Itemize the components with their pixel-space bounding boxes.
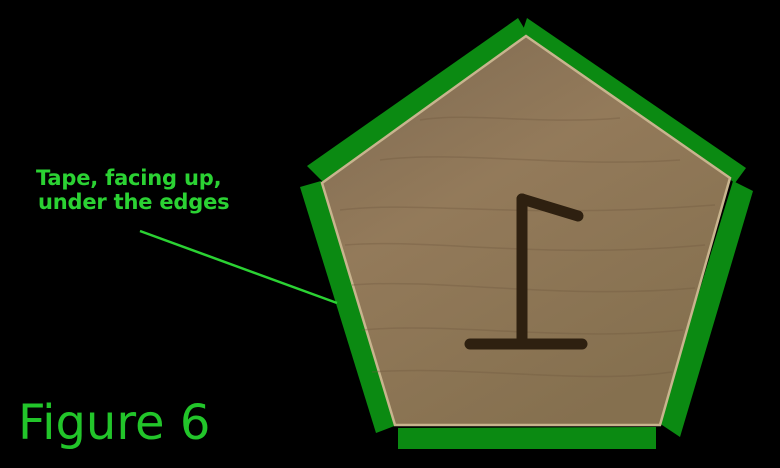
tape-strip-left — [300, 181, 397, 433]
tape-strips — [300, 18, 753, 449]
tape-strip-bottom — [398, 427, 656, 449]
figure-label: Figure 6 — [18, 395, 211, 451]
rune-symbol-icon — [464, 193, 588, 350]
tape-strip-right — [659, 181, 753, 437]
tape-strip-top-right — [522, 18, 746, 183]
callout-leader-line — [139, 229, 338, 305]
callout-label: Tape, facing up, under the edges — [36, 166, 276, 214]
wood-grain — [339, 116, 716, 378]
callout-line-2: under the edges — [38, 190, 230, 214]
tape-strip-top-left — [307, 18, 530, 184]
callout-line-1: Tape, facing up, — [36, 166, 222, 190]
